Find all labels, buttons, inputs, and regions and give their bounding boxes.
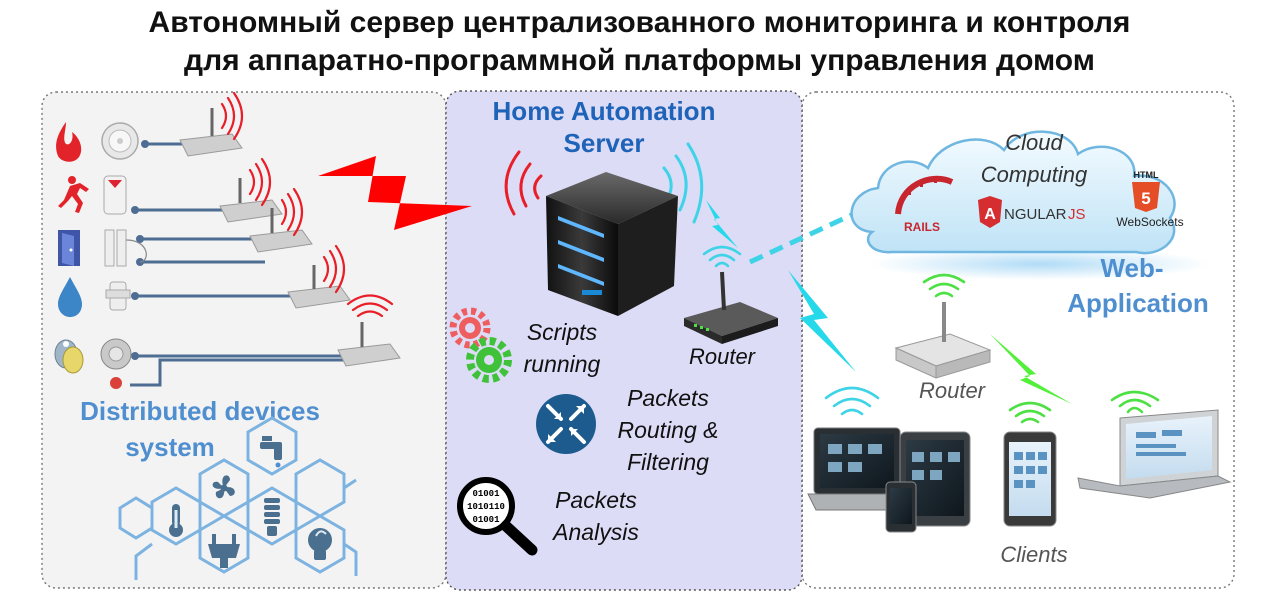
rails-label: RAILS bbox=[904, 220, 940, 234]
binary-line-1: 01001 bbox=[472, 489, 500, 499]
cloud-icon bbox=[850, 130, 1210, 280]
server-signal-red bbox=[504, 150, 543, 216]
tablet-2-icon bbox=[899, 431, 971, 527]
server-title-2: Server bbox=[564, 128, 645, 158]
title-line-1: Автономный сервер централизованного мони… bbox=[148, 6, 1131, 39]
tablet-icon bbox=[807, 427, 907, 511]
access-points bbox=[179, 108, 401, 367]
routing-label-3: Filtering bbox=[627, 449, 709, 475]
router-signal-cyan bbox=[702, 245, 742, 268]
phone-icon bbox=[1003, 431, 1057, 527]
laptop-signal bbox=[1110, 390, 1160, 414]
routing-label-2: Routing & bbox=[617, 417, 718, 443]
analysis-label-2: Analysis bbox=[551, 519, 639, 545]
page-title: Автономный сервер централизованного мони… bbox=[0, 4, 1279, 80]
clients-label: Clients bbox=[1000, 542, 1067, 567]
left-panel bbox=[41, 91, 447, 589]
routing-icon bbox=[536, 394, 596, 454]
gear-red-icon bbox=[449, 307, 491, 349]
webapp-label-2: Application bbox=[1067, 288, 1209, 318]
distributed-label-1: Distributed devices bbox=[80, 396, 320, 426]
angular-suffix: JS bbox=[1068, 206, 1086, 223]
reader-icon bbox=[100, 338, 132, 389]
light-bulb-icon bbox=[308, 528, 332, 560]
scripts-label-2: running bbox=[524, 351, 601, 377]
angular-prefix: A bbox=[984, 206, 996, 223]
webapp-label-1: Web- bbox=[1100, 253, 1163, 283]
analysis-label-1: Packets bbox=[555, 487, 637, 513]
motion-sensor-icon bbox=[103, 175, 127, 215]
magnifier-icon: 01001 1010110 01001 bbox=[457, 477, 538, 556]
html5-number: 5 bbox=[1141, 189, 1150, 208]
thermometer-icon bbox=[169, 504, 183, 537]
angular-icon: A NGULAR JS bbox=[978, 196, 1086, 228]
laptop-icon bbox=[1077, 409, 1232, 499]
water-drop-icon bbox=[58, 277, 82, 317]
tablet-signal bbox=[824, 386, 880, 416]
html5-icon: HTML 5 WebSockets bbox=[1116, 170, 1183, 229]
hex-honeycomb bbox=[118, 416, 358, 580]
title-line-2: для аппаратно-программной платформы упра… bbox=[184, 44, 1095, 77]
router-icon bbox=[684, 271, 778, 344]
door-icon bbox=[58, 230, 80, 266]
right-router-icon bbox=[894, 302, 992, 379]
rails-icon: RAILS bbox=[895, 175, 954, 234]
websockets-label: WebSockets bbox=[1116, 215, 1183, 229]
faucet-icon bbox=[260, 436, 282, 468]
right-router-label: Router bbox=[919, 378, 987, 403]
html5-label: HTML bbox=[1134, 170, 1159, 180]
cyan-bolt-large bbox=[788, 270, 856, 372]
cloud-link bbox=[748, 209, 860, 265]
small-phone-icon bbox=[885, 481, 917, 533]
cloud-label-2: Computing bbox=[981, 162, 1088, 187]
scripts-label-1: Scripts bbox=[527, 319, 598, 345]
binary-line-3: 01001 bbox=[472, 515, 500, 525]
binary-line-2: 1010110 bbox=[467, 502, 505, 512]
gear-green-icon bbox=[466, 337, 512, 383]
cloud-label-1: Cloud bbox=[1005, 130, 1063, 155]
access-point-signals bbox=[220, 91, 394, 318]
server-panel bbox=[445, 90, 803, 591]
smoke-detector-icon bbox=[101, 122, 139, 160]
fan-icon bbox=[212, 475, 235, 499]
server-title-1: Home Automation bbox=[493, 96, 716, 126]
distributed-label-2: system bbox=[125, 432, 215, 462]
running-man-icon bbox=[58, 176, 89, 213]
cfl-bulb-icon bbox=[264, 498, 280, 536]
server-tower-icon bbox=[546, 172, 678, 316]
right-router-signal bbox=[922, 273, 966, 298]
door-sensor-icon bbox=[104, 229, 147, 267]
angular-label: NGULAR bbox=[1004, 206, 1067, 223]
red-lightning-bolt bbox=[318, 156, 472, 230]
cyan-bolt-small bbox=[706, 200, 738, 248]
leak-sensor-icon bbox=[105, 281, 131, 311]
sensor-wiring bbox=[130, 142, 345, 387]
routing-label-1: Packets bbox=[627, 385, 709, 411]
fire-icon bbox=[56, 122, 82, 162]
plug-icon bbox=[208, 534, 240, 568]
key-fob-icon bbox=[54, 339, 84, 374]
center-router-label: Router bbox=[689, 344, 757, 369]
phone-signal bbox=[1008, 401, 1052, 424]
